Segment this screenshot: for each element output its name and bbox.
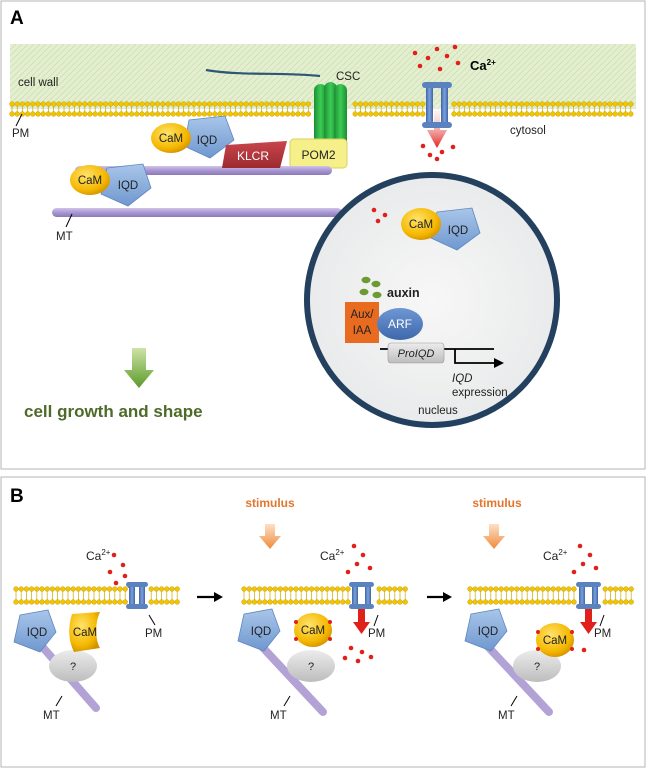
b2-cam-shape	[294, 613, 332, 647]
b1-mt-label: MT	[43, 710, 60, 722]
channel-right-a	[441, 82, 448, 128]
cell-wall-label: cell wall	[18, 77, 58, 89]
cytosol-label: cytosol	[510, 125, 546, 137]
iqd-label-a1: IQD	[197, 135, 217, 147]
cam-label-nucleus: CaM	[409, 219, 433, 231]
b2-ca-label: Ca2+	[320, 548, 345, 563]
tss-arrowhead	[494, 358, 504, 368]
cam-shape-a2	[70, 165, 110, 195]
b3-unknown-label: ?	[534, 661, 540, 673]
b-state-2: stimulus Ca2+ PM ? IQD CaM MT	[237, 496, 385, 722]
b2-iqd-label: IQD	[251, 626, 271, 638]
pm-label: PM	[12, 128, 29, 140]
b3-stimulus-arrow	[483, 524, 505, 549]
b2-unknown-label: ?	[308, 661, 314, 673]
b3-pm-label: PM	[594, 628, 611, 640]
klcr-shape	[222, 141, 287, 168]
b1-cam-shape	[69, 612, 100, 652]
panel-b-letter: B	[10, 486, 24, 507]
b2-iqd-shape	[237, 608, 281, 652]
expression-italic-label: IQD	[452, 373, 472, 385]
b1-cam-label: CaM	[73, 627, 97, 639]
b2-unknown	[287, 650, 335, 682]
cam-label-a2: CaM	[78, 175, 102, 187]
aux-iaa-label-line1: Aux/	[350, 309, 374, 321]
b2-mt-label: MT	[270, 710, 287, 722]
promoter-label: ProIQD	[398, 348, 435, 360]
csc-label: CSC	[336, 71, 360, 83]
b2-channel	[349, 582, 374, 634]
calcium-dots-outside	[412, 44, 461, 72]
b1-unknown-label: ?	[70, 661, 76, 673]
b3-cam-label: CaM	[543, 635, 567, 647]
b1-ca-label: Ca2+	[86, 548, 111, 563]
arf-label: ARF	[388, 317, 412, 331]
b3-calcium-dots-out	[571, 543, 599, 575]
b-state-1: Ca2+ PM ? IQD CaM MT	[13, 548, 162, 722]
auxin-dots	[359, 276, 382, 299]
tss-arrow-line	[454, 349, 495, 364]
klcr-label: KLCR	[237, 149, 269, 163]
b1-pm-label: PM	[145, 628, 162, 640]
pom2-label: POM2	[301, 148, 335, 162]
b3-cam-shape	[536, 623, 574, 657]
expression-label: expression	[452, 387, 508, 399]
calcium-dots-nucleus	[371, 207, 388, 224]
cam-label-a1: CaM	[159, 133, 183, 145]
b3-iqd-shape	[464, 608, 508, 652]
ca-label-a: Ca2+	[470, 58, 496, 73]
b3-mt-label: MT	[498, 710, 515, 722]
iqd-label-a2: IQD	[118, 180, 138, 192]
calcium-dots-inside	[420, 143, 456, 162]
plasma-membrane	[9, 101, 634, 117]
b2-pm-label: PM	[368, 628, 385, 640]
microtubule-lower	[52, 208, 342, 217]
b1-iqd-shape	[13, 609, 57, 653]
b2-stimulus-arrow	[259, 524, 281, 549]
aux-iaa-box	[345, 302, 379, 343]
iqd-label-nucleus: IQD	[448, 225, 468, 237]
plasma-membranes-b	[13, 586, 634, 605]
b-state-3: stimulus Ca2+ PM ? IQD CaM MT	[464, 496, 611, 722]
auxin-label: auxin	[387, 286, 420, 300]
b1-calcium-dots	[107, 552, 133, 589]
b1-iqd-label: IQD	[27, 627, 47, 639]
channel-left-a	[426, 82, 433, 128]
promoter-box	[387, 342, 445, 364]
cam-shape-nucleus	[401, 208, 441, 240]
mt-label: MT	[56, 231, 73, 243]
csc-complex	[314, 82, 347, 152]
growth-label: cell growth and shape	[24, 402, 203, 421]
cellulose-microfibril	[205, 68, 321, 78]
growth-arrow	[124, 348, 154, 388]
b3-stimulus-label: stimulus	[472, 496, 522, 510]
b2-calcium-dots-in	[342, 645, 374, 664]
b3-iqd-label: IQD	[478, 626, 498, 638]
b3-channel	[576, 582, 601, 634]
aux-iaa-label-line2: IAA	[353, 325, 372, 337]
b1-unknown	[49, 650, 97, 682]
panel-a-letter: A	[10, 8, 24, 29]
arf-shape	[377, 308, 423, 340]
cam-shape-a1	[151, 123, 191, 153]
b3-unknown	[513, 650, 561, 682]
b3-ca-label: Ca2+	[543, 548, 568, 563]
b2-stimulus-label: stimulus	[245, 496, 295, 510]
b1-channel	[126, 582, 148, 609]
b2-calcium-dots-out	[345, 543, 373, 575]
b2-cam-label: CaM	[301, 625, 325, 637]
nucleus-label: nucleus	[418, 405, 458, 417]
